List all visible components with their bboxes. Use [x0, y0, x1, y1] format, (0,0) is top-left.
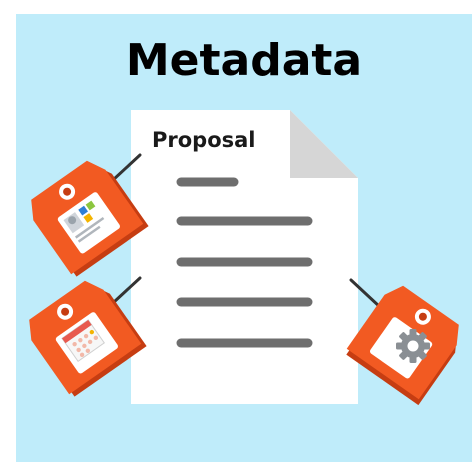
contact-card-icon — [63, 200, 105, 243]
tag-contact — [31, 153, 149, 277]
tag-hole-inner — [61, 307, 70, 316]
tag-hole-inner — [418, 312, 427, 321]
tag-string — [349, 278, 382, 309]
document — [131, 110, 358, 404]
document-folded-corner — [290, 110, 358, 178]
gear-icon — [396, 329, 430, 363]
tag-settings — [346, 278, 459, 406]
tag-calendar — [29, 276, 147, 397]
tag-hole-inner — [63, 187, 72, 196]
tag-card — [57, 192, 120, 254]
tag-string — [111, 153, 142, 182]
page-title: Metadata — [125, 35, 363, 86]
document-label: Proposal — [152, 128, 256, 152]
tag-string — [112, 276, 142, 304]
calendar-icon — [61, 319, 105, 362]
